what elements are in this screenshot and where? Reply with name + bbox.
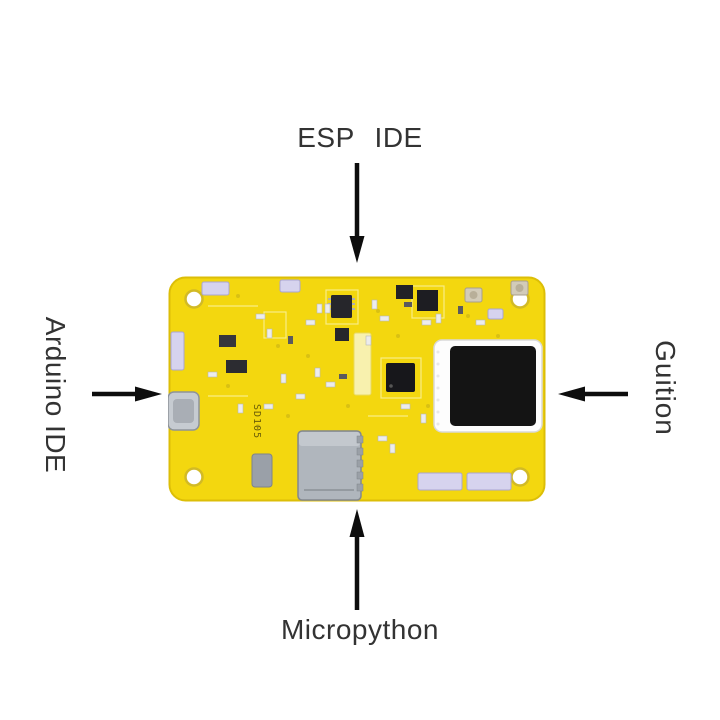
module-shield bbox=[450, 346, 536, 426]
arrow-left-icon bbox=[558, 386, 628, 402]
microsd-slot bbox=[297, 430, 364, 501]
button-cap bbox=[469, 291, 478, 299]
label-micropython: Micropython bbox=[280, 614, 439, 645]
ic-chips bbox=[219, 285, 438, 392]
passive-components bbox=[207, 299, 486, 454]
button-cap bbox=[515, 284, 524, 292]
dark-passives bbox=[288, 302, 463, 379]
push-buttons bbox=[464, 280, 529, 303]
ic-chip bbox=[335, 328, 349, 341]
connector-components bbox=[170, 279, 512, 491]
ic-chip bbox=[417, 290, 438, 311]
ic-chip bbox=[396, 285, 413, 299]
crystal-component bbox=[251, 453, 273, 488]
ic-chip bbox=[386, 363, 415, 392]
header-footprint bbox=[353, 332, 372, 396]
ic-chip bbox=[331, 295, 352, 318]
ic-chip bbox=[226, 360, 247, 373]
usb-c-port bbox=[168, 391, 200, 431]
label-esp-ide: ESP IDE bbox=[297, 122, 423, 153]
via-dots bbox=[226, 294, 500, 428]
ic-chip bbox=[219, 335, 236, 347]
arrow-down-icon bbox=[349, 163, 365, 263]
silkscreen-label: SD105 bbox=[251, 404, 262, 439]
esp32-module bbox=[433, 339, 543, 433]
label-arduino-ide: Arduino IDE bbox=[40, 316, 71, 474]
pcb-board: SD105 bbox=[168, 276, 546, 502]
arrow-right-icon bbox=[92, 386, 162, 402]
arrow-up-icon bbox=[349, 509, 365, 610]
mounting-hole bbox=[184, 289, 204, 309]
label-guition: Guition bbox=[650, 340, 681, 436]
mounting-hole bbox=[510, 467, 530, 487]
mounting-hole bbox=[184, 467, 204, 487]
